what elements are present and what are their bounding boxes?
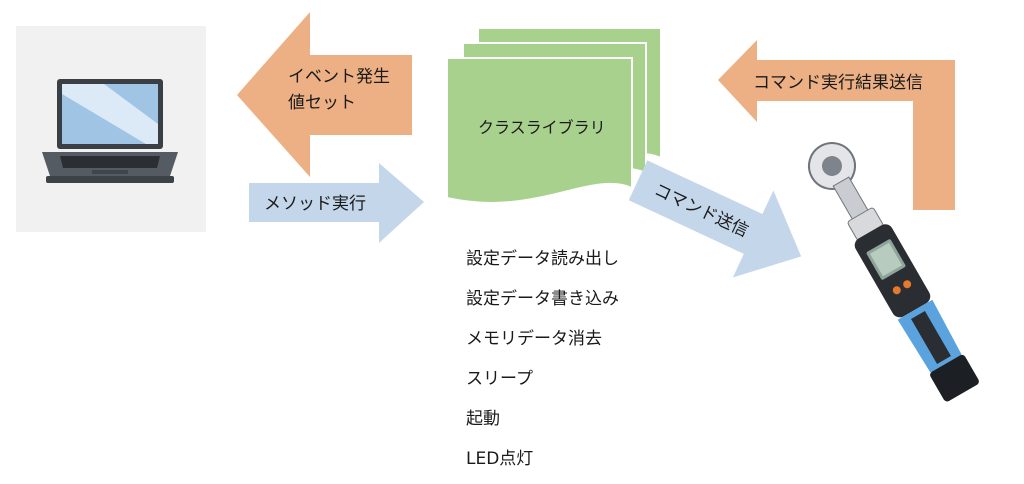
- event-arrow: イベント発生 値セット: [237, 12, 412, 177]
- event-arrow-label-line2: 値セット: [288, 93, 356, 113]
- library-doc-front: [446, 57, 633, 204]
- method-arrow-shape: [249, 163, 424, 243]
- laptop-icon: [42, 79, 178, 183]
- function-item-wake: 起動: [466, 409, 500, 429]
- library-label: クラスライブラリ: [478, 118, 606, 137]
- method-arrow-label: メソッド実行: [264, 194, 366, 214]
- function-item-clear-memory: メモリデータ消去: [466, 329, 602, 349]
- function-item-read-settings: 設定データ読み出し: [466, 249, 619, 269]
- event-arrow-label-line1: イベント発生: [288, 67, 390, 87]
- function-item-write-settings: 設定データ書き込み: [466, 289, 619, 309]
- event-arrow-shape: [237, 12, 412, 177]
- torque-wrench-icon: [808, 142, 979, 402]
- result-arrow-label: コマンド実行結果送信: [753, 73, 923, 93]
- library-node: クラスライブラリ: [446, 27, 662, 204]
- result-arrow: コマンド実行結果送信: [718, 40, 955, 210]
- result-arrow-shape: [718, 40, 955, 210]
- function-item-sleep: スリープ: [466, 369, 533, 389]
- device-node: [808, 142, 979, 402]
- command-arrow: コマンド送信: [628, 160, 802, 278]
- command-arrow-shape: [628, 160, 802, 278]
- function-item-led-on: LED点灯: [466, 449, 534, 469]
- function-list: 設定データ読み出し 設定データ書き込み メモリデータ消去 スリープ 起動 LED…: [466, 244, 619, 484]
- pc-node: [16, 26, 206, 232]
- method-arrow: メソッド実行: [249, 163, 424, 243]
